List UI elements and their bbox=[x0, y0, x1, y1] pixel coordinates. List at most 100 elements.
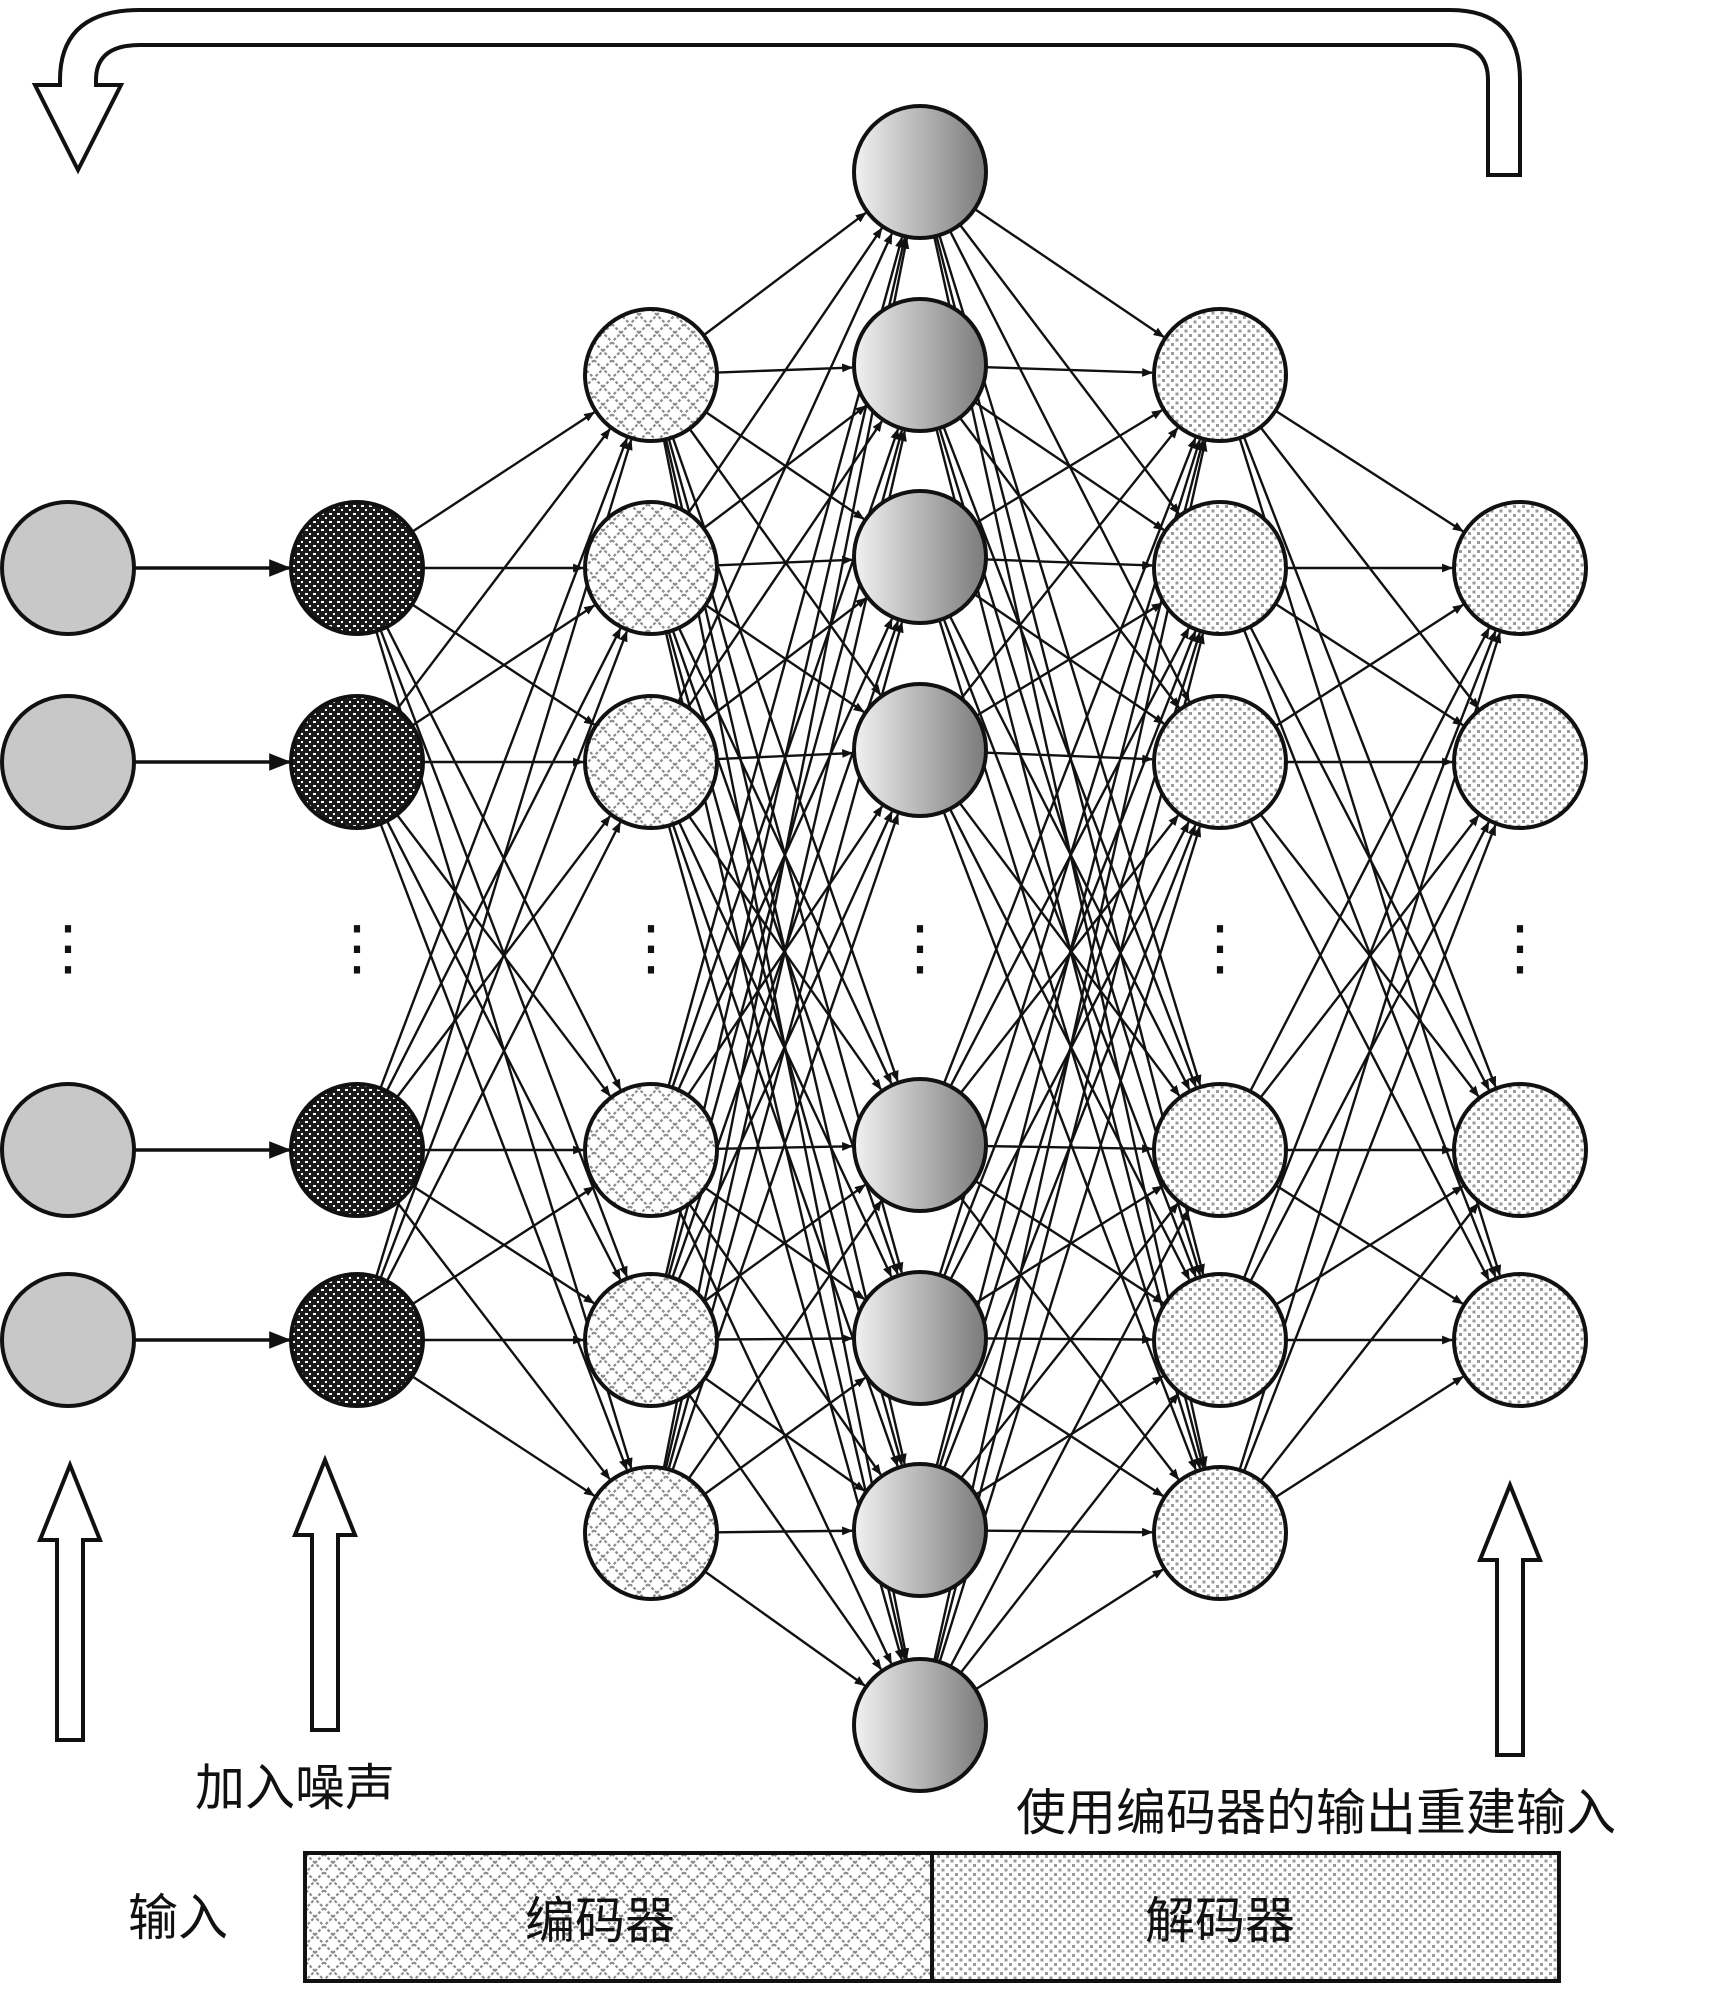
code-node-1 bbox=[852, 104, 988, 240]
encoder-label: 编码器 bbox=[525, 1892, 675, 1950]
connection-arrow bbox=[385, 821, 622, 1282]
network-nodes bbox=[0, 104, 1588, 1793]
output-node-1 bbox=[1452, 500, 1588, 636]
enc-hidden-node-3 bbox=[583, 694, 719, 830]
input-node-4 bbox=[0, 1272, 136, 1408]
connection-arrow bbox=[1242, 824, 1497, 1472]
connection-arrow bbox=[942, 811, 1197, 1471]
connection-arrow bbox=[985, 1527, 1154, 1537]
enc-hidden-ellipsis: ⋮ bbox=[621, 913, 681, 983]
connection-arrow bbox=[973, 207, 1165, 338]
dec-hidden-ellipsis: ⋮ bbox=[1190, 913, 1250, 983]
reconstruct-label: 使用编码器的输出重建输入 bbox=[1016, 1784, 1616, 1842]
connection-arrow bbox=[935, 439, 1205, 1467]
add-noise-label: 加入噪声 bbox=[195, 1759, 395, 1817]
output-node-2 bbox=[1452, 694, 1588, 830]
noise-up-arrow bbox=[292, 1454, 358, 1732]
feedback-arrow bbox=[31, 8, 1522, 177]
connection-arrow bbox=[677, 232, 893, 703]
encoder-decoder-legend: 编码器 解码器 bbox=[303, 1851, 1561, 1983]
connection-arrow bbox=[985, 1335, 1154, 1344]
connection-arrow bbox=[933, 440, 1208, 1661]
code-ellipsis: ⋮ bbox=[890, 913, 950, 983]
code-node-8 bbox=[852, 1657, 988, 1793]
dec-hidden-node-4 bbox=[1152, 1082, 1288, 1218]
dec-hidden-node-1 bbox=[1152, 307, 1288, 443]
decoder-legend-box bbox=[930, 1851, 1561, 1983]
connection-arrow bbox=[704, 603, 865, 713]
connection-arrow bbox=[687, 420, 883, 709]
connection-arrow bbox=[379, 823, 628, 1471]
connection-arrow bbox=[1259, 1202, 1480, 1482]
input-node-2 bbox=[0, 694, 136, 830]
connection-arrow bbox=[704, 1377, 866, 1492]
connection-arrow bbox=[662, 237, 910, 1469]
connection-arrow bbox=[703, 1183, 866, 1303]
enc-hidden-node-4 bbox=[583, 1082, 719, 1218]
code-node-5 bbox=[852, 1077, 988, 1213]
connection-arrow bbox=[411, 411, 596, 533]
connection-arrow bbox=[702, 212, 867, 337]
connection-arrow bbox=[1274, 1375, 1464, 1499]
connection-arrow bbox=[958, 802, 1181, 1097]
dec-hidden-node-5 bbox=[1152, 1272, 1288, 1408]
connection-arrow bbox=[704, 410, 865, 520]
connection-arrow bbox=[1249, 627, 1490, 1092]
connection-arrow bbox=[935, 632, 1205, 1662]
connection-arrow bbox=[379, 437, 629, 1089]
noisy-node-2 bbox=[289, 694, 425, 830]
enc-hidden-node-6 bbox=[583, 1465, 719, 1601]
connection-arrow bbox=[1274, 603, 1464, 728]
noisy-node-4 bbox=[289, 1272, 425, 1408]
connection-arrow bbox=[704, 1570, 866, 1687]
connection-arrow bbox=[664, 237, 907, 1276]
dec-hidden-node-3 bbox=[1152, 694, 1288, 830]
dec-hidden-node-6 bbox=[1152, 1465, 1288, 1601]
output-ellipsis: ⋮ bbox=[1490, 913, 1550, 983]
connection-arrow bbox=[1275, 1185, 1464, 1306]
connection-arrow bbox=[975, 1375, 1164, 1496]
noisy-node-3 bbox=[289, 1082, 425, 1218]
input-node-3 bbox=[0, 1082, 136, 1218]
connection-arrow bbox=[395, 428, 611, 711]
code-node-2 bbox=[852, 297, 988, 433]
connection-arrow bbox=[411, 1375, 596, 1497]
connection-arrow bbox=[687, 1199, 883, 1480]
connection-arrow bbox=[716, 1526, 854, 1536]
connection-arrow bbox=[411, 604, 596, 727]
enc-hidden-node-2 bbox=[583, 500, 719, 636]
code-node-4 bbox=[852, 682, 988, 818]
code-node-3 bbox=[852, 489, 988, 625]
connection-arrow bbox=[411, 1185, 595, 1306]
noisy-ellipsis: ⋮ bbox=[327, 913, 387, 983]
connection-arrow bbox=[948, 615, 1191, 1091]
connection-arrow bbox=[1242, 630, 1497, 1279]
connection-arrow bbox=[948, 808, 1191, 1281]
ellipsis-markers: ⋮ ⋮ ⋮ ⋮ ⋮ ⋮ bbox=[38, 913, 1550, 983]
code-node-6 bbox=[852, 1270, 988, 1406]
input-label: 输入 bbox=[128, 1889, 228, 1947]
input-ellipsis: ⋮ bbox=[38, 913, 98, 983]
connection-arrow bbox=[975, 602, 1163, 717]
decoder-label: 解码器 bbox=[1145, 1892, 1295, 1950]
enc-hidden-node-1 bbox=[583, 307, 719, 443]
noisy-node-1 bbox=[289, 500, 425, 636]
connection-arrow bbox=[974, 1568, 1164, 1691]
enc-hidden-node-5 bbox=[583, 1272, 719, 1408]
input-up-arrow bbox=[37, 1459, 103, 1742]
connection-arrow bbox=[1274, 409, 1464, 533]
connection-arrow bbox=[975, 409, 1163, 524]
connection-arrow bbox=[703, 1376, 866, 1496]
input-node-1 bbox=[0, 500, 136, 636]
connection-arrow bbox=[959, 1392, 1180, 1674]
dec-hidden-node-2 bbox=[1152, 500, 1288, 636]
encoder-legend-box bbox=[303, 1851, 934, 1983]
output-up-arrow bbox=[1477, 1479, 1543, 1757]
code-node-7 bbox=[852, 1462, 988, 1598]
output-node-3 bbox=[1452, 1082, 1588, 1218]
output-node-4 bbox=[1452, 1272, 1588, 1408]
connection-arrow bbox=[942, 437, 1197, 1084]
connection-arrow bbox=[687, 227, 883, 515]
connection-arrow bbox=[664, 430, 907, 1469]
